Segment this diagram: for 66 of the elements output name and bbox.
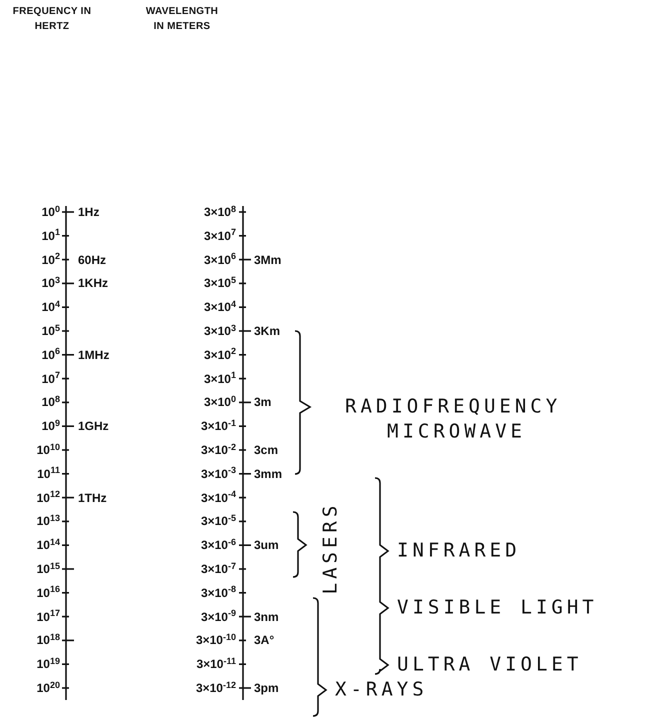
- wavelength-unit: 3m: [254, 396, 272, 408]
- frequency-value: 10$^{4}$: [42, 301, 60, 314]
- wavelength-value: 3×10$^{6}$: [204, 254, 236, 266]
- frequency-value: 10$^{18}$: [36, 634, 60, 646]
- wavelength-value: 3×10$^{-3}$: [200, 468, 236, 480]
- wavelength-value: 3×10$^{8}$: [204, 206, 236, 218]
- frequency-value: 10$^{5}$: [42, 325, 60, 337]
- frequency-value: 10$^{9}$: [42, 420, 60, 432]
- wavelength-value: 3×10$^{-2}$: [200, 444, 236, 456]
- band-label: MICROWAVE: [387, 422, 526, 442]
- frequency-value: 10$^{3}$: [42, 277, 60, 290]
- frequency-value: 10$^{11}$: [37, 468, 60, 480]
- frequency-value: 10$^{0}$: [42, 206, 60, 218]
- frequency-value: 10$^{10}$: [36, 444, 60, 456]
- wavelength-value: 3×10$^{1}$: [204, 372, 236, 385]
- band-label: LASERS: [322, 502, 340, 594]
- frequency-value: 10$^{20}$: [36, 682, 60, 694]
- wavelength-value: 3×10$^{-1}$: [200, 420, 236, 432]
- wavelength-value: 3×10$^{2}$: [204, 348, 236, 361]
- wavelength-value: 3×10$^{3}$: [204, 325, 236, 337]
- wavelength-value: 3×10$^{0}$: [204, 396, 236, 408]
- frequency-value: 10$^{7}$: [42, 372, 60, 385]
- frequency-value: 10$^{8}$: [42, 396, 60, 408]
- frequency-value: 10$^{6}$: [42, 348, 60, 361]
- wavelength-value: 3×10$^{-8}$: [200, 586, 236, 599]
- frequency-value: 10$^{13}$: [36, 515, 60, 528]
- wavelength-unit: 3mm: [254, 468, 282, 480]
- wavelength-unit: 3Mm: [254, 254, 282, 266]
- wavelength-unit: 3A°: [254, 634, 274, 646]
- frequency-value: 10$^{19}$: [36, 658, 60, 670]
- frequency-value: 10$^{17}$: [36, 610, 60, 623]
- frequency-unit: 1MHz: [78, 348, 110, 361]
- frequency-value: 10$^{16}$: [36, 586, 60, 599]
- frequency-unit: 1Hz: [78, 206, 100, 218]
- frequency-value: 10$^{12}$: [36, 492, 60, 504]
- wavelength-unit: 3Km: [254, 325, 280, 337]
- band-label: INFRARED: [397, 542, 521, 560]
- band-label: ULTRA VIOLET: [397, 656, 582, 674]
- wavelength-value: 3×10$^{-11}$: [196, 658, 236, 670]
- band-label: VISIBLE LIGHT: [397, 598, 598, 618]
- wavelength-value: 3×10$^{-5}$: [200, 515, 236, 528]
- column-heading: WAVELENGTH IN METERS: [144, 5, 220, 34]
- wavelength-unit: 3cm: [254, 444, 278, 456]
- frequency-unit: 1GHz: [78, 420, 109, 432]
- wavelength-value: 3×10$^{-7}$: [200, 563, 236, 575]
- column-heading: FREQUENCY IN HERTZ: [12, 5, 92, 34]
- wavelength-unit: 3pm: [254, 682, 279, 694]
- frequency-unit: 1THz: [78, 492, 107, 504]
- wavelength-value: 3×10$^{5}$: [204, 277, 236, 290]
- wavelength-unit: 3nm: [254, 610, 279, 623]
- wavelength-value: 3×10$^{-12}$: [196, 682, 236, 694]
- frequency-value: 10$^{1}$: [42, 230, 60, 242]
- band-label: RADIOFREQUENCY: [345, 398, 562, 416]
- wavelength-value: 3×10$^{-9}$: [200, 610, 236, 623]
- frequency-value: 10$^{2}$: [42, 254, 60, 266]
- wavelength-value: 3×10$^{-10}$: [196, 634, 236, 646]
- wavelength-value: 3×10$^{-6}$: [200, 539, 236, 552]
- wavelength-value: 3×10$^{7}$: [204, 230, 236, 242]
- wavelength-unit: 3um: [254, 539, 279, 552]
- wavelength-value: 3×10$^{4}$: [204, 301, 236, 314]
- frequency-value: 10$^{14}$: [36, 539, 60, 552]
- band-label: X-RAYS: [335, 680, 428, 700]
- frequency-value: 10$^{15}$: [36, 563, 60, 575]
- frequency-unit: 60Hz: [78, 254, 106, 266]
- frequency-unit: 1KHz: [78, 277, 108, 290]
- wavelength-value: 3×10$^{-4}$: [200, 492, 236, 504]
